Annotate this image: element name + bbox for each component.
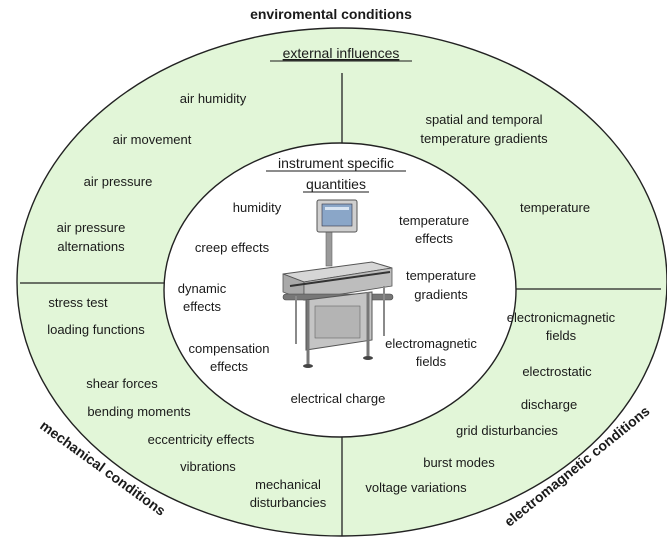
external-influences-heading: external influences — [283, 45, 400, 61]
inner-right-item: effects — [415, 231, 454, 246]
inner-right-item: fields — [416, 354, 447, 369]
mechanical-item: vibrations — [180, 459, 236, 474]
ext-right-item: temperature gradients — [420, 131, 548, 146]
mechanical-item: loading functions — [47, 322, 145, 337]
electromagnetic-item: electrostatic — [522, 364, 592, 379]
inner-right-item: gradients — [414, 287, 468, 302]
checkweigher-machine-image — [282, 199, 394, 368]
outer-title: enviromental conditions — [250, 6, 412, 22]
inner-bottom-item: electrical charge — [291, 391, 386, 406]
mechanical-item: shear forces — [86, 376, 158, 391]
inner-left-item: effects — [183, 299, 222, 314]
machine-pole — [325, 229, 333, 267]
electromagnetic-item: discharge — [521, 397, 577, 412]
ext-right-item: temperature — [520, 200, 590, 215]
machine-cabinet-panel — [314, 305, 361, 339]
machine-foot — [363, 356, 373, 360]
mechanical-item: mechanical — [255, 477, 321, 492]
electromagnetic-item: voltage variations — [365, 480, 467, 495]
inner-left-item: humidity — [233, 200, 282, 215]
electromagnetic-item: grid disturbancies — [456, 423, 558, 438]
ext-left-item: air pressure — [57, 220, 126, 235]
inner-right-item: temperature — [399, 213, 469, 228]
inner-right-item: temperature — [406, 268, 476, 283]
mechanical-item: eccentricity effects — [148, 432, 255, 447]
mechanical-item: stress test — [48, 295, 108, 310]
inner-left-item: creep effects — [195, 240, 270, 255]
inner-right-item: electromagnetic — [385, 336, 477, 351]
machine-screen-bar — [325, 207, 349, 210]
ext-left-item: air pressure — [84, 174, 153, 189]
ext-left-item: alternations — [57, 239, 125, 254]
inner-left-item: dynamic — [178, 281, 227, 296]
machine-belt-line — [289, 271, 391, 287]
mechanical-item: bending moments — [87, 404, 191, 419]
electromagnetic-item: fields — [546, 328, 577, 343]
inner-heading-line1: instrument specific — [278, 155, 394, 171]
ext-left-item: air movement — [113, 132, 192, 147]
electromagnetic-item: burst modes — [423, 455, 495, 470]
mechanical-item: disturbancies — [250, 495, 327, 510]
inner-left-item: effects — [210, 359, 249, 374]
inner-left-item: compensation — [189, 341, 270, 356]
ext-left-item: air humidity — [180, 91, 247, 106]
electromagnetic-item: electronicmagnetic — [507, 310, 616, 325]
ext-right-item: spatial and temporal — [425, 112, 542, 127]
machine-foot — [303, 364, 313, 368]
inner-heading-line2: quantities — [306, 176, 366, 192]
